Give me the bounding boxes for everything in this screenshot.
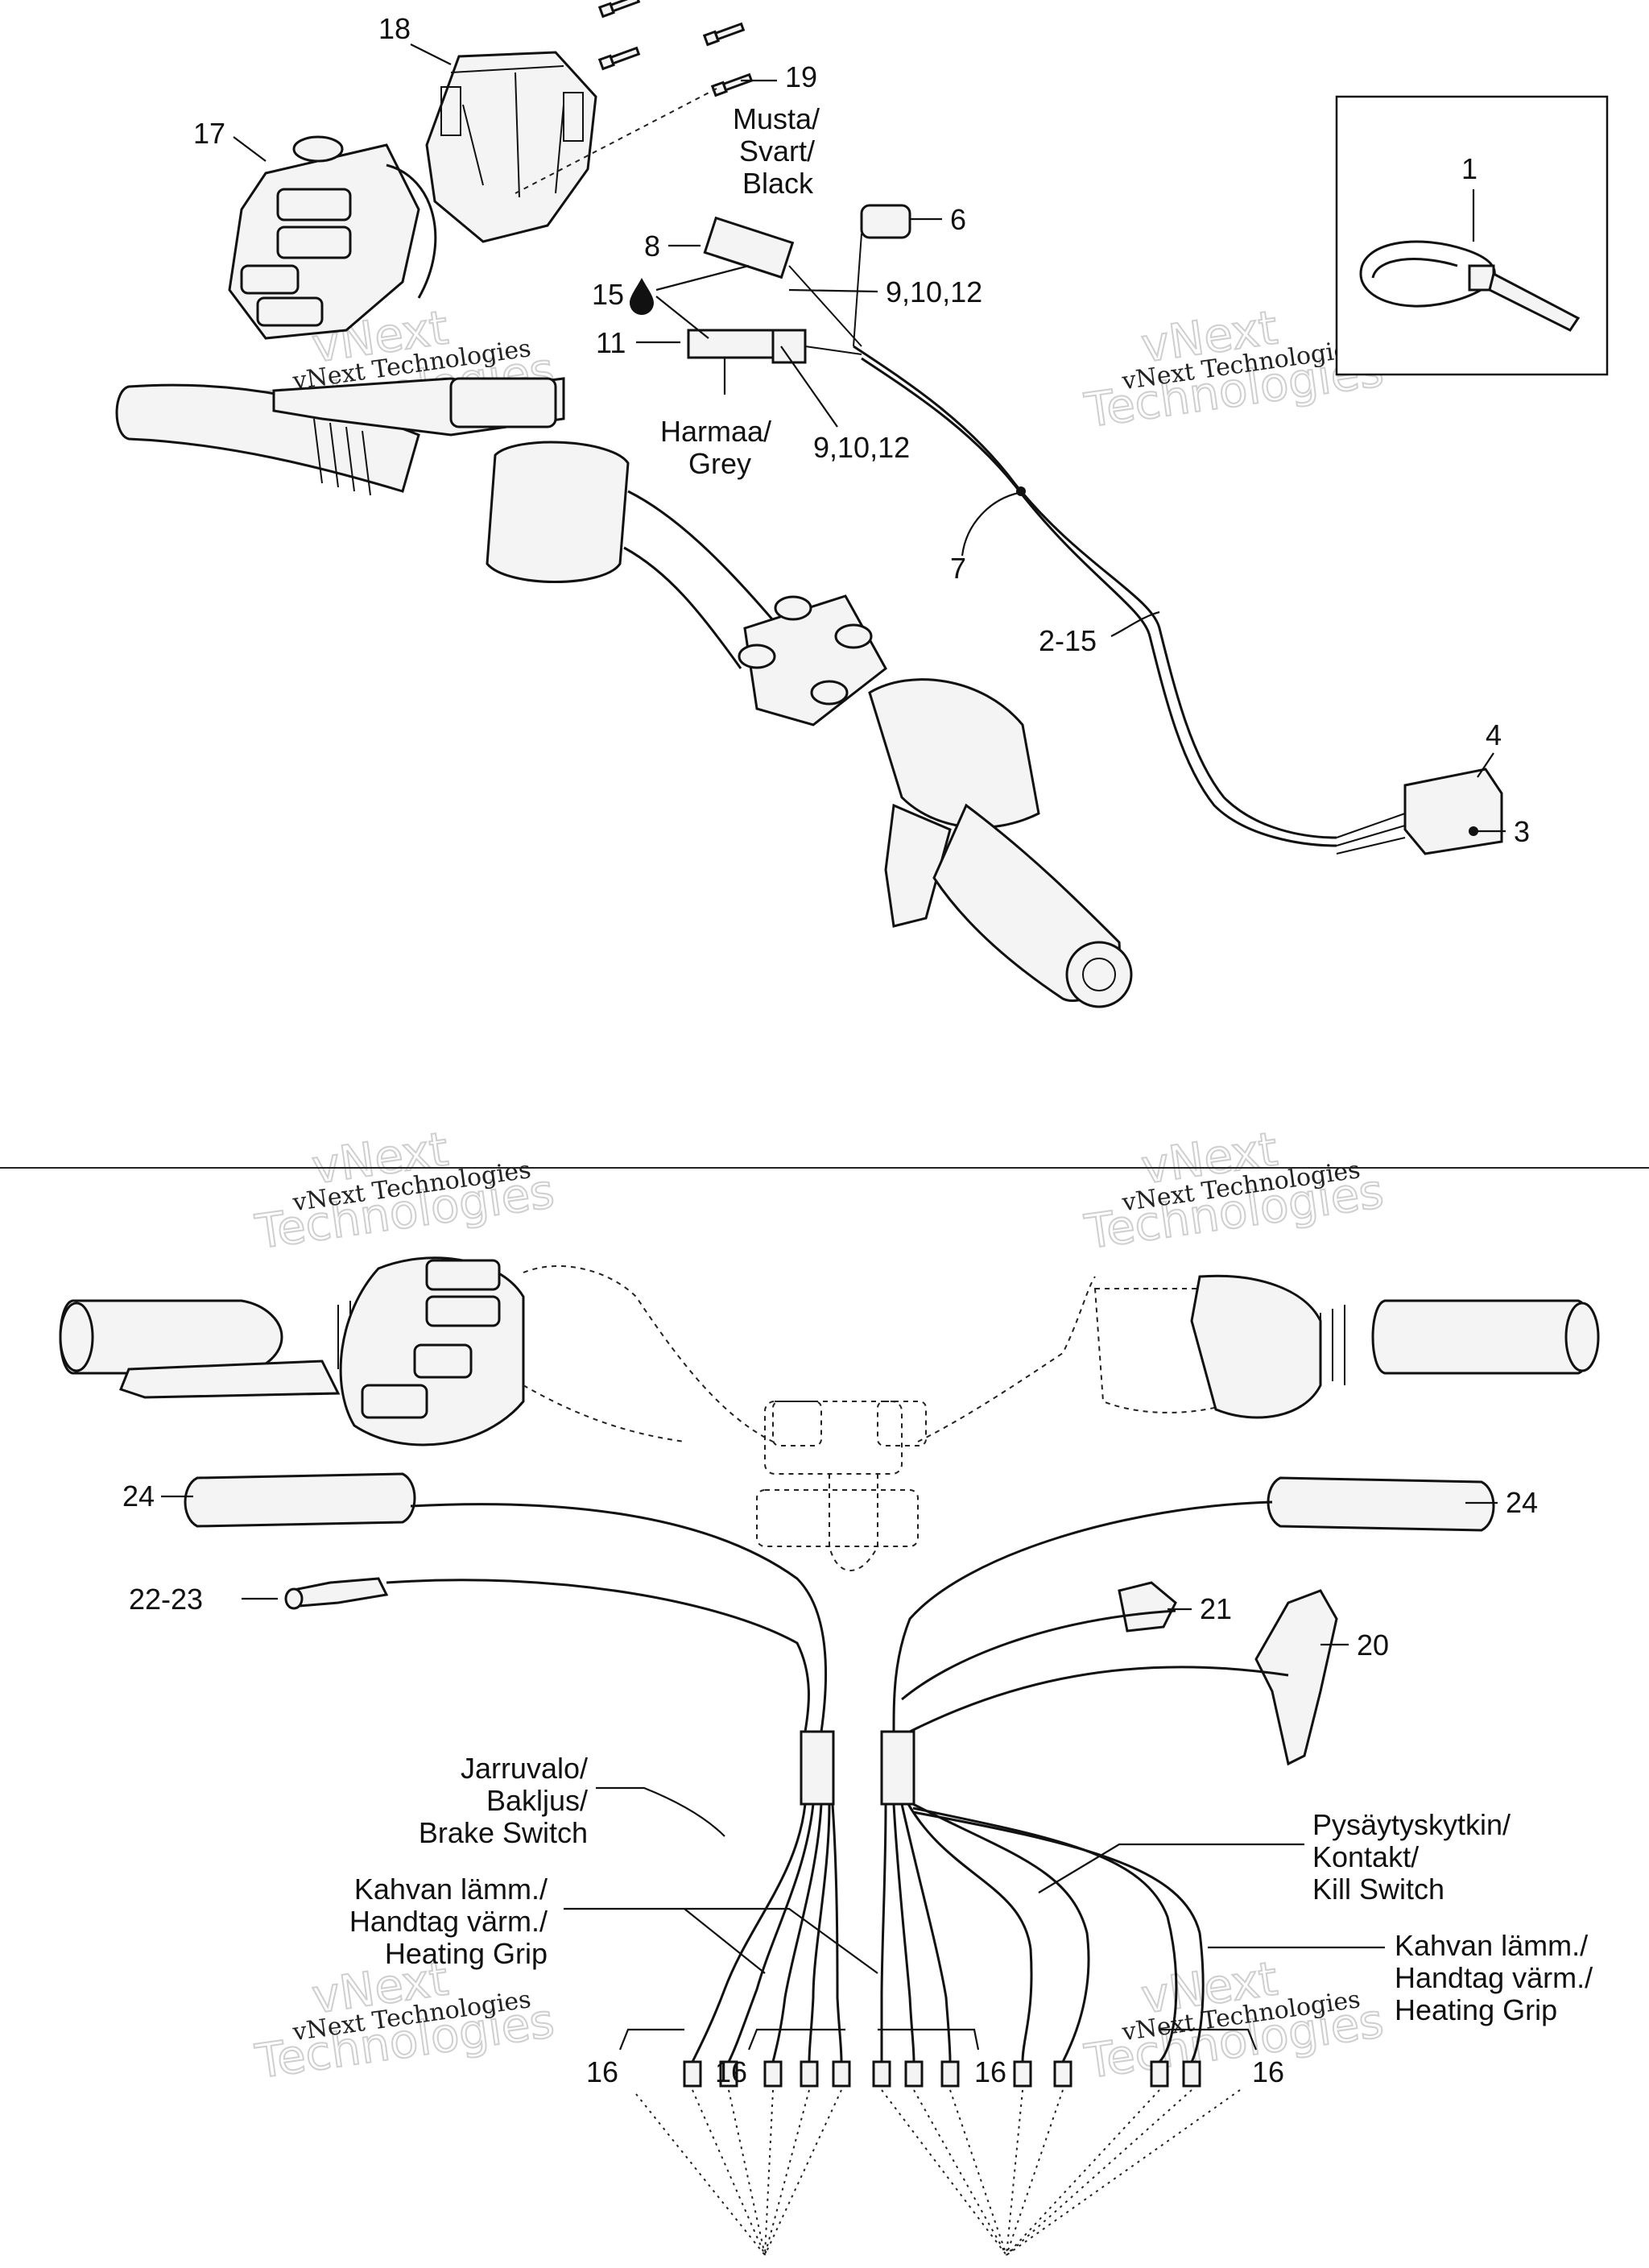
callout-24-right: 24 (1506, 1486, 1538, 1519)
handlebar-front-view (59, 1256, 1600, 1571)
callout-16-c: 16 (974, 2055, 1006, 2088)
callout-8: 8 (644, 230, 660, 263)
label-heat-right-2: Handtag värm./ (1395, 1961, 1593, 1994)
callout-18: 18 (378, 12, 411, 45)
callout-7: 7 (950, 552, 966, 585)
cable-tie-box (1335, 95, 1609, 376)
callout-15: 15 (592, 278, 624, 311)
label-kill-3: Kill Switch (1312, 1873, 1444, 1906)
callout-24-left: 24 (122, 1480, 155, 1513)
label-grey-1: Harmaa/ (660, 415, 771, 448)
callout-9-10-12-b: 9,10,12 (813, 431, 910, 464)
label-black-1: Musta/ (733, 102, 820, 135)
label-brake-1: Jarruvalo/ (461, 1752, 588, 1785)
label-kill-2: Kontakt/ (1312, 1840, 1419, 1873)
label-brake-3: Brake Switch (419, 1816, 588, 1849)
callout-1: 1 (1461, 152, 1477, 185)
watermark-6: vNext Technologies vNext Technologies (1081, 1950, 1387, 2090)
callout-16-b: 16 (715, 2055, 747, 2088)
label-heat-left-1: Kahvan lämm./ (354, 1873, 548, 1906)
watermark-4: vNext Technologies vNext Technologies (1081, 1120, 1387, 1260)
label-heat-left-3: Heating Grip (385, 1937, 548, 1970)
label-heat-right-1: Kahvan lämm./ (1395, 1929, 1588, 1962)
label-grey-2: Grey (688, 447, 751, 480)
callout-11: 11 (596, 326, 626, 359)
callout-9-10-12-a: 9,10,12 (886, 275, 982, 308)
watermarks: vNext Technologies vNext Technologies vN… (251, 299, 1387, 2090)
callout-16-a: 16 (586, 2055, 618, 2088)
watermark-3: vNext Technologies vNext Technologies (251, 1120, 558, 1260)
screws (597, 0, 754, 97)
kill-switch-parts (1118, 1581, 1338, 1766)
handlebar-assembly (115, 377, 1133, 1008)
wiring-harness (687, 204, 1503, 855)
label-black-2: Svart/ (739, 135, 815, 168)
heating-elements (184, 1472, 1495, 1532)
callout-21: 21 (1200, 1592, 1232, 1625)
callout-2-15: 2-15 (1039, 624, 1097, 657)
callout-17: 17 (193, 117, 225, 150)
callout-4: 4 (1486, 718, 1502, 751)
callout-20: 20 (1357, 1629, 1389, 1662)
sensor (284, 1577, 389, 1610)
label-heat-right-3: Heating Grip (1395, 1993, 1557, 2026)
callouts-bottom: 24 24 22-23 21 20 Jarruvalo/ Bakljus/ Br… (122, 1480, 1593, 2088)
callouts-top: 18 17 19 Musta/ Svart/ Black 8 6 15 9,10… (193, 12, 1530, 848)
callout-6: 6 (950, 203, 966, 236)
switch-housing-cover (425, 51, 597, 243)
droplet-icon (630, 278, 654, 315)
label-kill-1: Pysäytyskytkin/ (1312, 1808, 1511, 1841)
label-heat-left-2: Handtag värm./ (349, 1905, 548, 1938)
callout-19: 19 (785, 60, 817, 93)
bottom-harness (386, 1500, 1289, 2256)
switch-assembly (228, 135, 437, 340)
callout-16-d: 16 (1252, 2055, 1284, 2088)
label-black-3: Black (742, 167, 814, 200)
callout-3: 3 (1514, 815, 1530, 848)
label-brake-2: Bakljus/ (486, 1784, 588, 1817)
callout-22-23: 22-23 (129, 1583, 203, 1616)
